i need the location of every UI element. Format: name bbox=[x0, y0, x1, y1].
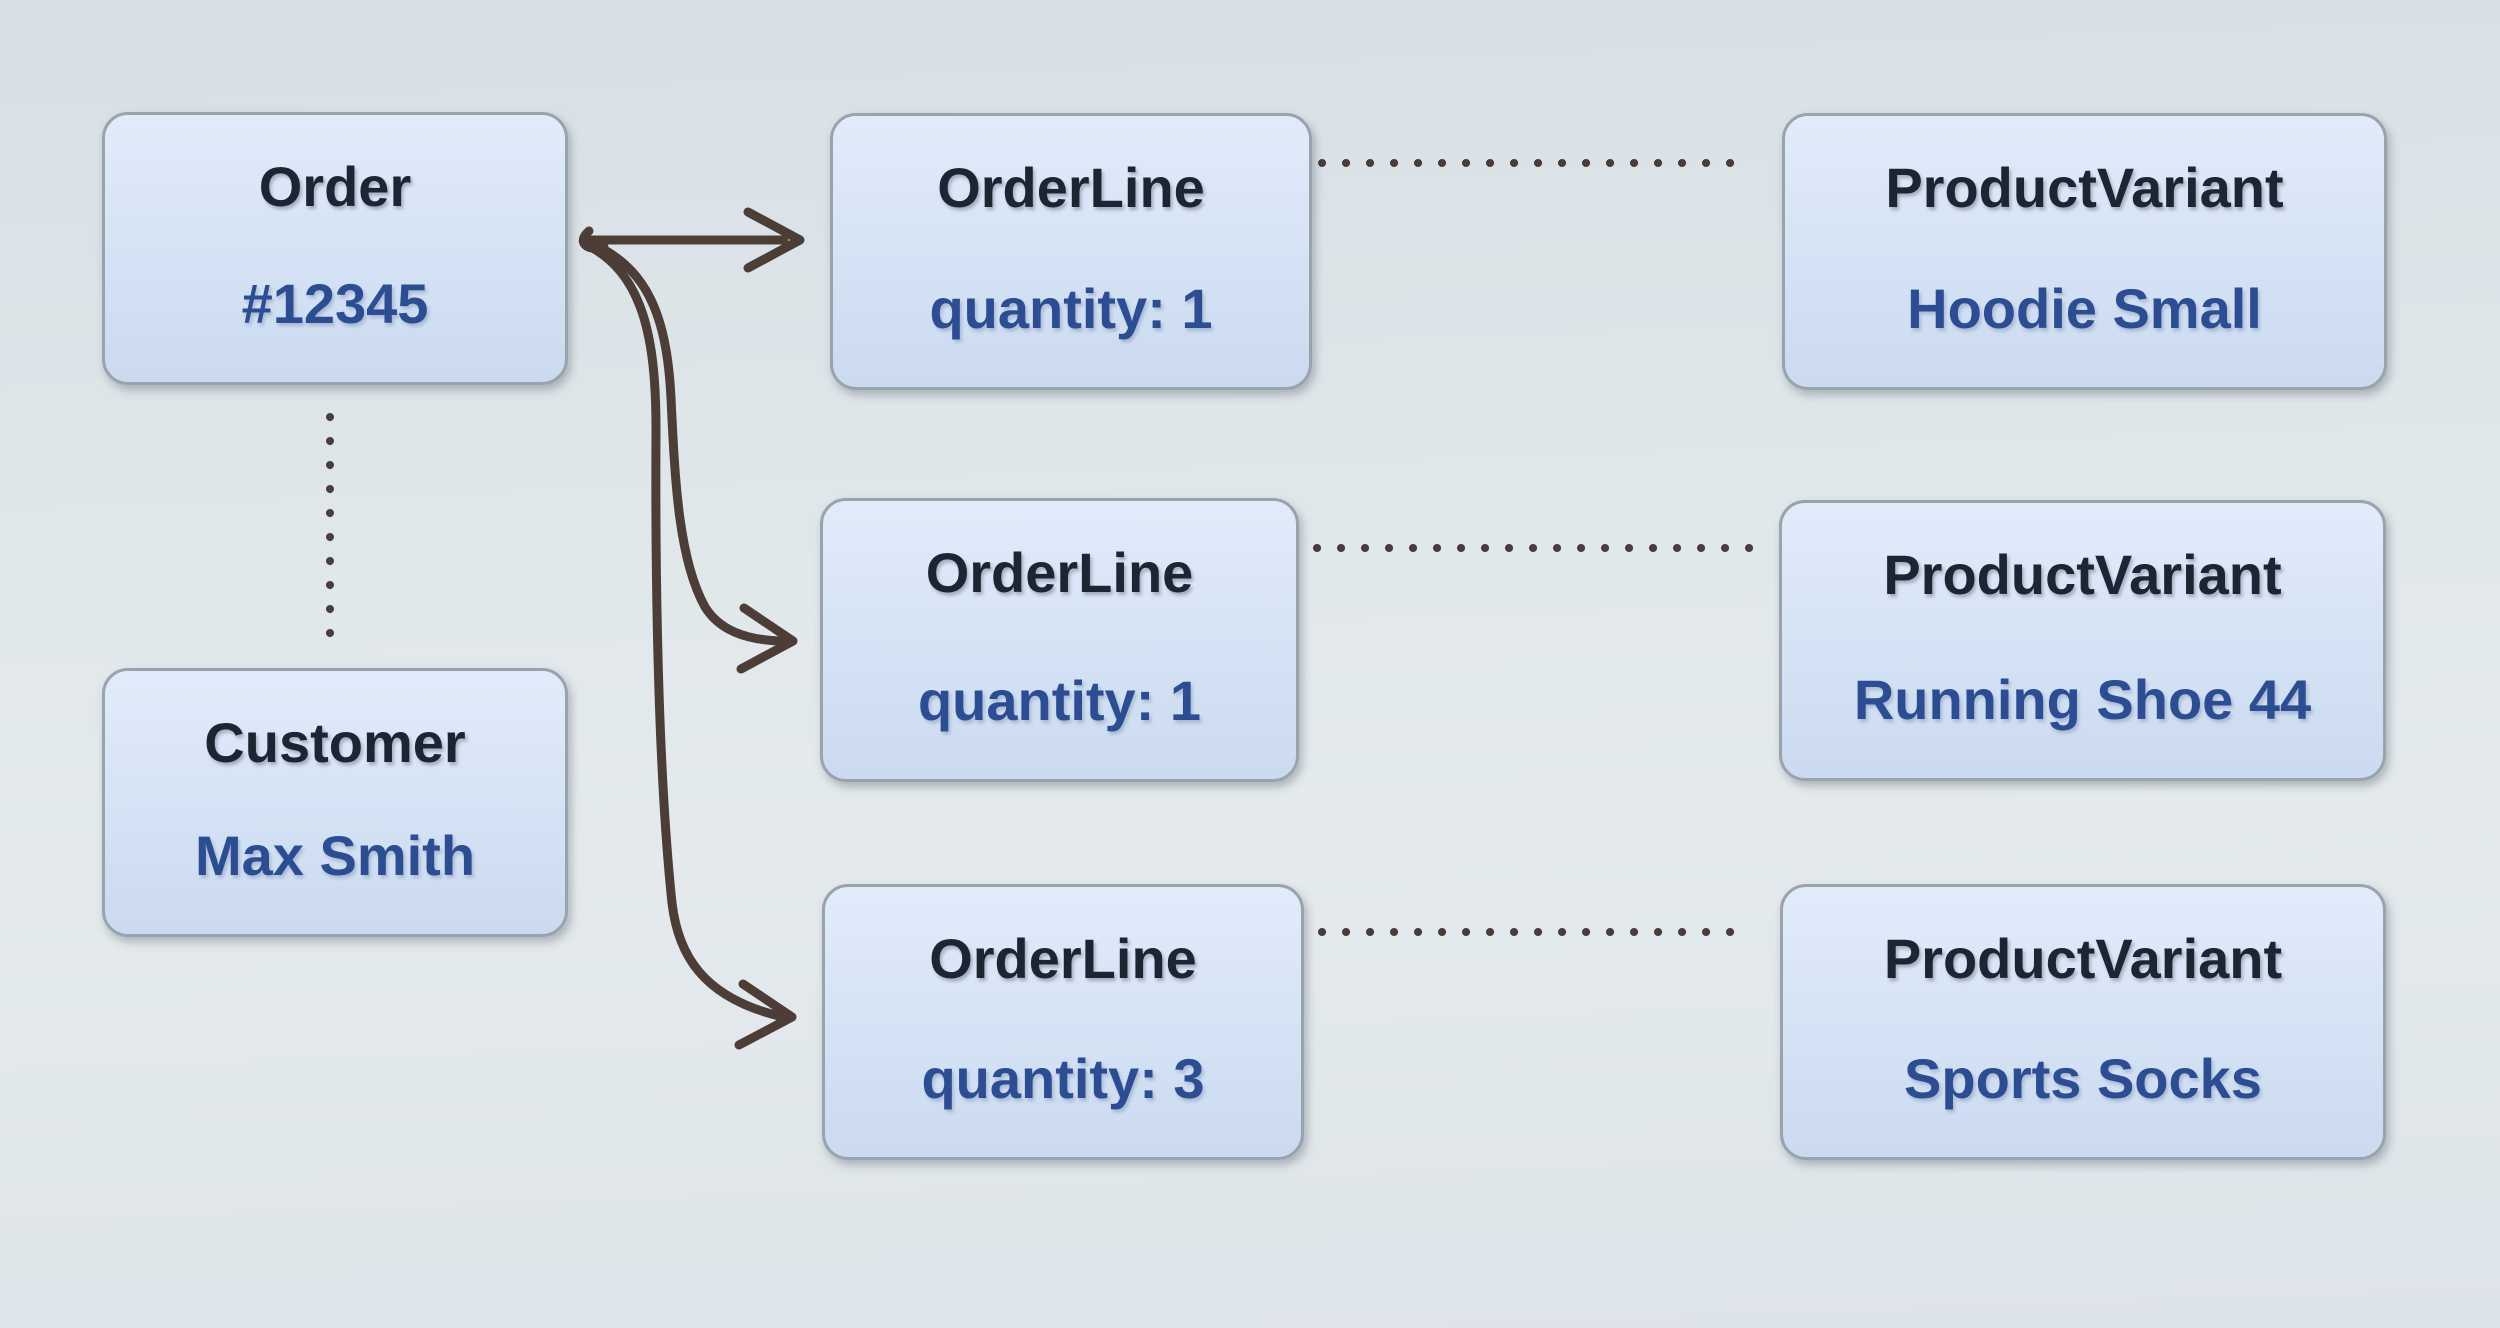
arrow-order-orderline2 bbox=[580, 236, 798, 674]
arrow-head-icon bbox=[736, 603, 798, 674]
node-order-value: #12345 bbox=[241, 272, 429, 335]
node-orderline-2-title: OrderLine bbox=[925, 541, 1194, 604]
node-customer-value: Max Smith bbox=[194, 824, 476, 887]
node-productvariant-1-title: ProductVariant bbox=[1885, 156, 2284, 219]
arrow-origin-hook bbox=[578, 226, 609, 253]
arrow-shaft bbox=[580, 239, 784, 1021]
arrow-order-orderline1 bbox=[580, 207, 805, 273]
node-productvariant-3-name: Sports Socks bbox=[1904, 1047, 2262, 1110]
node-orderline-1-title: OrderLine bbox=[937, 156, 1205, 219]
node-productvariant-2: ProductVariant Running Shoe 44 bbox=[1779, 500, 2386, 781]
node-customer-title: Customer bbox=[204, 711, 466, 774]
arrow-shaft bbox=[580, 236, 786, 646]
arrow-order-orderline3 bbox=[580, 239, 797, 1050]
node-order-title: Order bbox=[258, 155, 412, 218]
node-productvariant-2-title: ProductVariant bbox=[1883, 543, 2282, 606]
arrow-head-icon bbox=[743, 207, 805, 273]
node-orderline-2-quantity: quantity: 1 bbox=[917, 669, 1202, 732]
arrow-head-icon bbox=[734, 979, 797, 1050]
node-order: Order #12345 bbox=[102, 112, 568, 385]
node-orderline-3-title: OrderLine bbox=[929, 927, 1197, 990]
node-orderline-2: OrderLine quantity: 1 bbox=[820, 498, 1299, 782]
node-productvariant-3-title: ProductVariant bbox=[1883, 927, 2283, 990]
node-orderline-1: OrderLine quantity: 1 bbox=[830, 113, 1312, 390]
node-productvariant-3: ProductVariant Sports Socks bbox=[1780, 884, 2386, 1160]
node-productvariant-1: ProductVariant Hoodie Small bbox=[1782, 113, 2387, 390]
node-productvariant-1-name: Hoodie Small bbox=[1907, 277, 2262, 340]
node-orderline-3: OrderLine quantity: 3 bbox=[822, 884, 1304, 1160]
node-orderline-3-quantity: quantity: 3 bbox=[921, 1047, 1205, 1110]
node-productvariant-2-name: Running Shoe 44 bbox=[1853, 668, 2312, 731]
node-customer: Customer Max Smith bbox=[102, 668, 568, 937]
node-orderline-1-quantity: quantity: 1 bbox=[929, 277, 1213, 340]
